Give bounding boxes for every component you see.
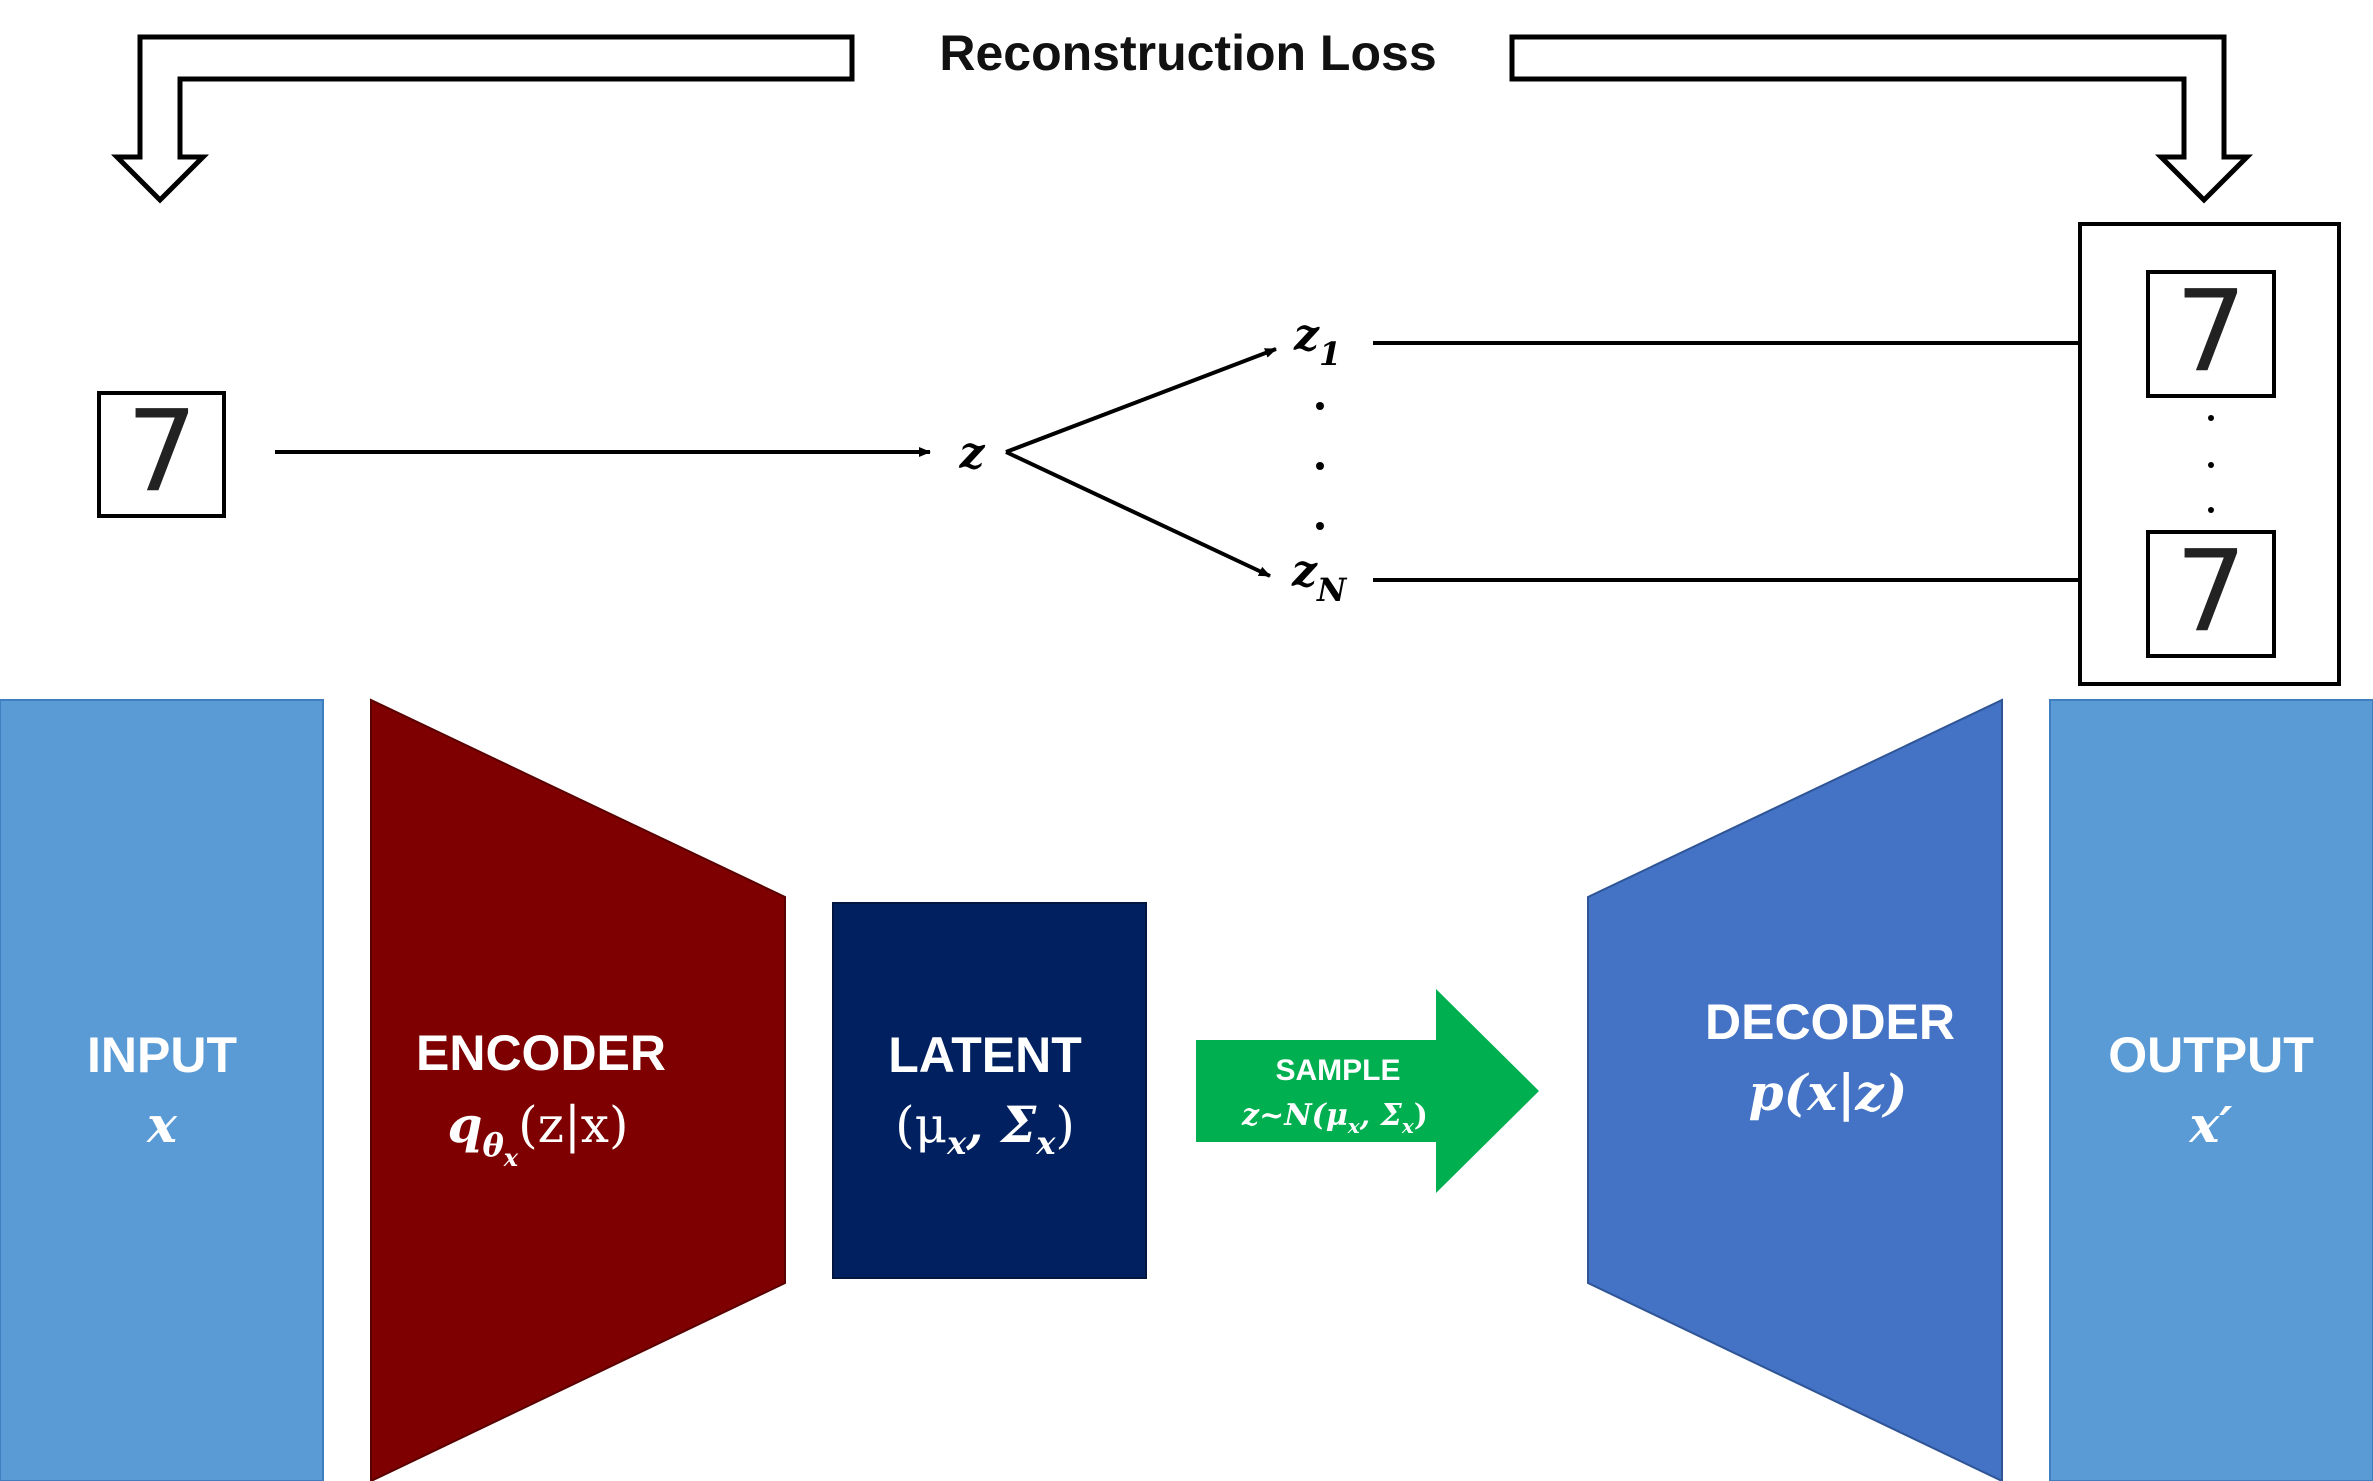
sample-math-close: ) [1414,1098,1428,1133]
latent-math-sub1: x [946,1124,967,1162]
latent-math: (μx, Σx) [895,1095,1075,1162]
output-digit-image-2: 7 [2146,527,2276,658]
sample-zN-label: zN [1291,546,1348,609]
z-to-zN-arrow [1005,450,1271,578]
decoder-math: p(x|z) [1749,1063,1908,1123]
output-math: x′ [2189,1095,2233,1154]
input-math: x [146,1095,178,1154]
sample-math-main: z~N(μ [1241,1098,1348,1133]
sample-zN-var: z [1291,546,1318,597]
ellipsis-dot [1316,402,1324,410]
output-label: OUTPUT [2108,1027,2314,1083]
ellipsis-dot [1316,462,1324,470]
sample-arrow: SAMPLE z~N(μx, Σx) [1196,989,1539,1193]
sample-math: z~N(μx, Σx) [1241,1098,1428,1138]
sample-z1-sub: 1 [1319,335,1341,373]
sample-zN-sub: N [1316,571,1348,609]
latent-z-label: z [959,428,986,479]
sample-label: SAMPLE [1275,1054,1400,1087]
ellipsis-dot [2208,507,2214,513]
sample-z1-var: z [1293,310,1320,361]
reconstruction-arrow-left [110,34,855,204]
output-digit-image-1: 7 [2146,267,2276,398]
sample-z1-label: z1 [1293,310,1341,373]
latent-block: LATENT (μx, Σx) [832,902,1147,1279]
decoder-block: DECODER p(x|z) [1587,698,2003,1481]
encoder-label: ENCODER [416,1025,666,1081]
input-label: INPUT [87,1027,237,1083]
ellipsis-dot [2208,462,2214,468]
input-digit-image: 7 [97,387,226,518]
latent-math-sub2: x [1035,1124,1056,1162]
encoder-math-theta: θ [482,1126,504,1164]
latent-math-mu: (μ [895,1096,947,1154]
encoder-math-rest: (z|x) [518,1096,628,1154]
reconstruction-arrow-right [1509,34,2254,204]
encoder-math-x-sub: x [503,1143,519,1172]
ellipsis-dot [1316,522,1324,530]
encoder-math: qθx(z|x) [447,1095,628,1172]
reconstruction-loss-title: Reconstruction Loss [939,25,1436,81]
latent-math-close: ) [1055,1096,1075,1154]
output-block: OUTPUT x′ [2049,699,2373,1481]
z-to-z1-arrow [1005,347,1277,454]
input-block: INPUT x [0,699,324,1481]
sample-math-sub1: x [1347,1114,1361,1138]
output-digit: 7 [2175,527,2246,657]
output-digit: 7 [2175,267,2246,397]
ellipsis-dot [2208,415,2214,421]
input-digit: 7 [126,387,197,517]
latent-math-sigma: , Σ [965,1095,1037,1154]
sample-math-sub2: x [1401,1114,1415,1138]
sample-math-sigma: , Σ [1359,1098,1403,1133]
encoder-block: ENCODER qθx(z|x) [370,698,786,1481]
decoder-label: DECODER [1705,994,1955,1050]
encoder-math-q: q [447,1095,482,1154]
latent-label: LATENT [888,1027,1081,1083]
